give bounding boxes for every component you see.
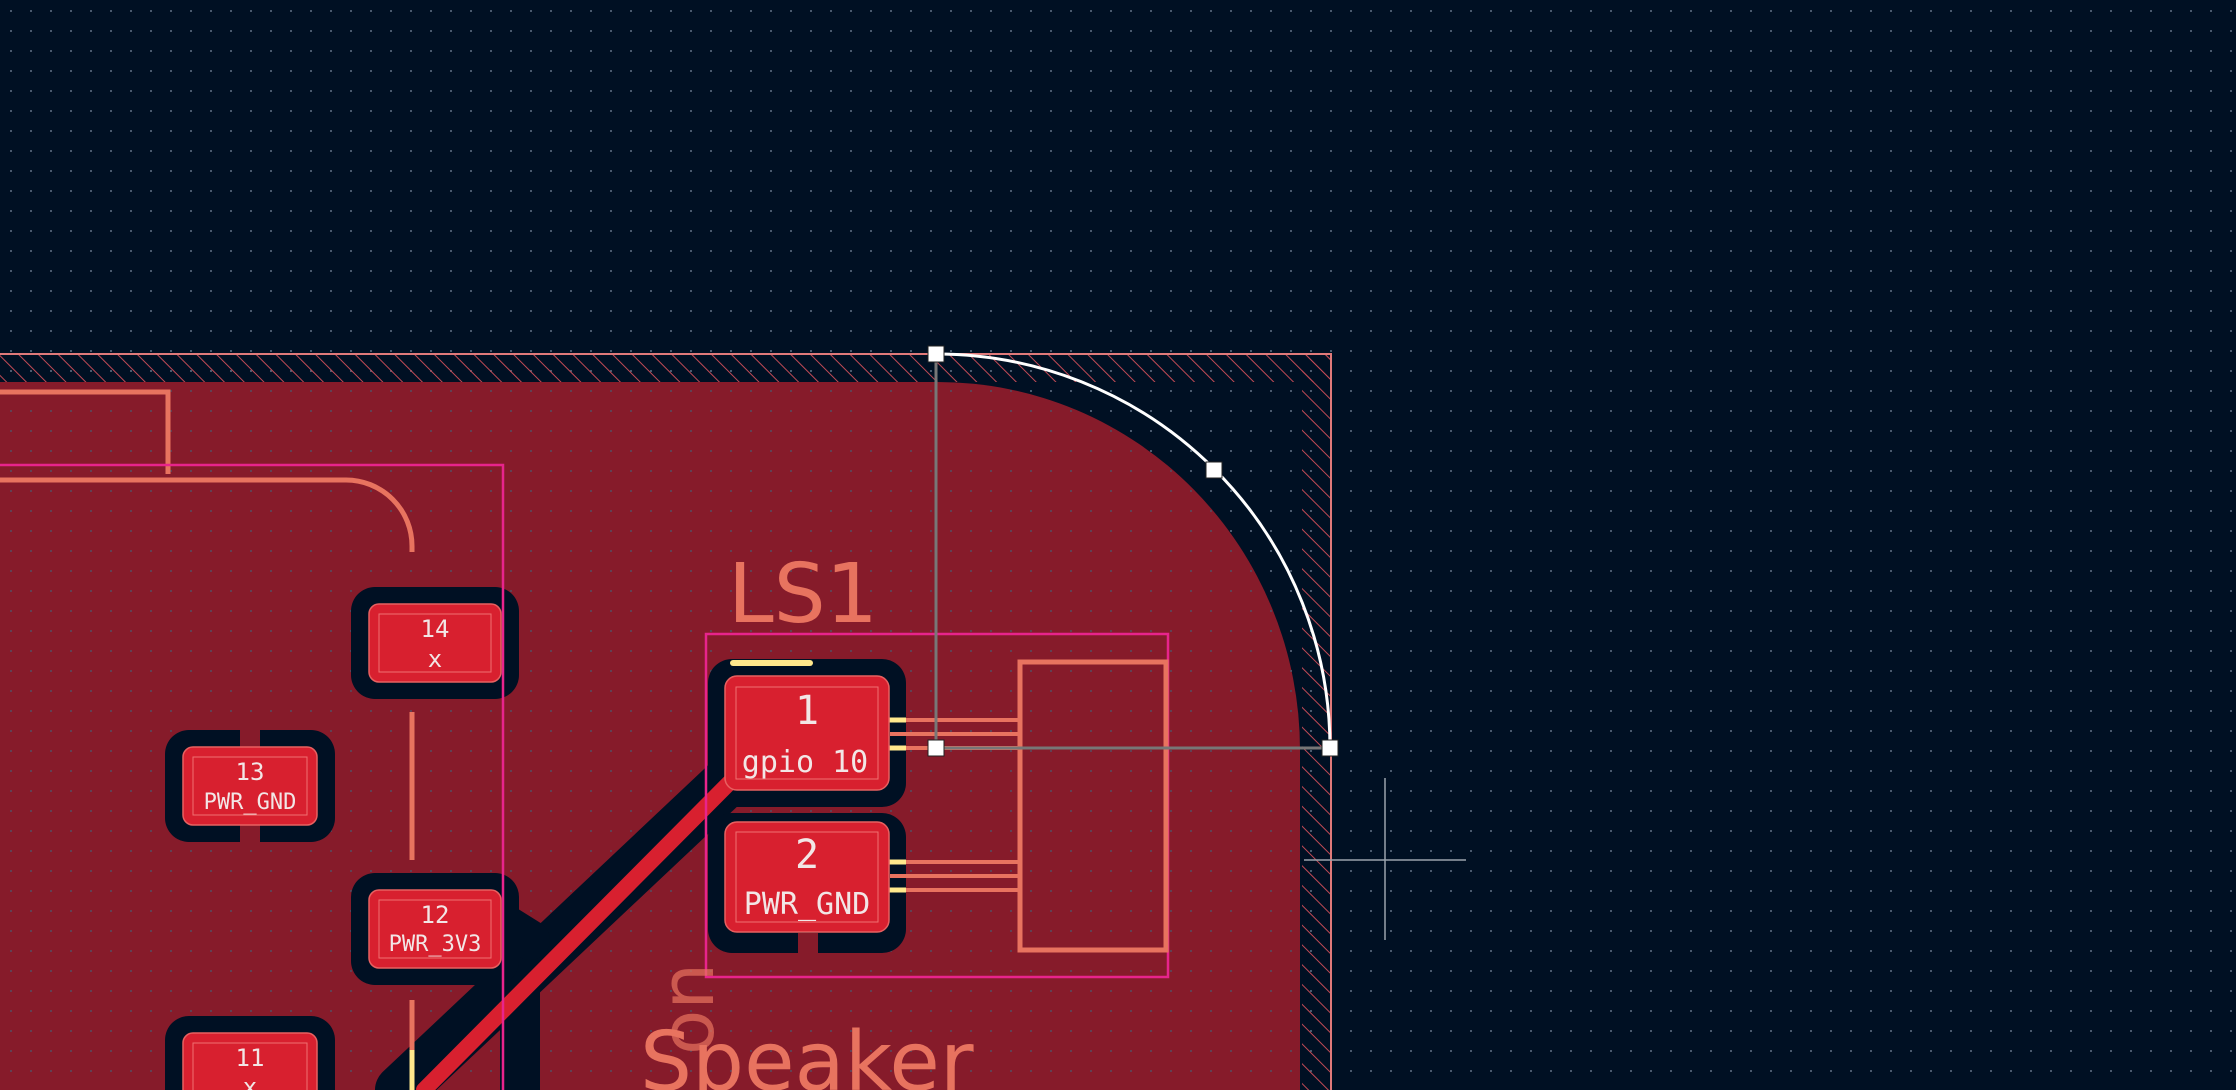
pad-net-name: PWR_GND (744, 887, 870, 922)
pad-net-name: PWR_3V3 (389, 932, 482, 957)
pad-number: 13 (236, 758, 265, 786)
footprint-reference[interactable]: LS1 (728, 547, 878, 642)
footprint-value[interactable]: Speaker (640, 1015, 974, 1090)
pad-number: 2 (795, 832, 819, 878)
pad-13-thermal-bottom (240, 822, 260, 842)
footprint-fab-text: on (645, 963, 731, 1055)
footprint-courtyard (0, 463, 505, 1090)
ls1-body-outline (1017, 659, 1169, 953)
pad-number: 14 (421, 615, 450, 643)
pad-number: 11 (236, 1044, 265, 1072)
pad-net-name: gpio 10 (742, 745, 868, 780)
pad-1[interactable]: 1 gpio 10 (724, 675, 890, 791)
pad-2[interactable]: 2 PWR_GND (724, 821, 890, 933)
arc-construction-lines (934, 354, 1330, 750)
pad-14[interactable]: 14 x (368, 603, 502, 683)
footprint-silkscreen-outline (0, 389, 415, 552)
pad-13-thermal-top (240, 730, 260, 750)
arc-end-handle[interactable] (1321, 739, 1339, 757)
crosshair-cursor-icon (1304, 778, 1466, 940)
ls1-pin-lead-highlights (888, 717, 906, 893)
pad-2-thermal (798, 933, 818, 953)
pad-12[interactable]: 12 PWR_3V3 (368, 889, 502, 969)
pad-net-name: x (243, 1073, 257, 1090)
arc-center-handle[interactable] (927, 739, 945, 757)
pad-13[interactable]: 13 PWR_GND (182, 746, 318, 826)
arc-start-handle[interactable] (927, 345, 945, 363)
pad-number: 12 (421, 901, 450, 929)
arc-mid-handle[interactable] (1205, 461, 1223, 479)
pad-number: 1 (795, 688, 819, 734)
pad-net-name: PWR_GND (204, 790, 297, 815)
board-edge-keepout (0, 353, 1332, 1090)
pad-net-name: x (428, 645, 442, 673)
track-gpio10[interactable] (416, 754, 758, 1090)
pad-11[interactable]: 11 x (182, 1032, 318, 1090)
